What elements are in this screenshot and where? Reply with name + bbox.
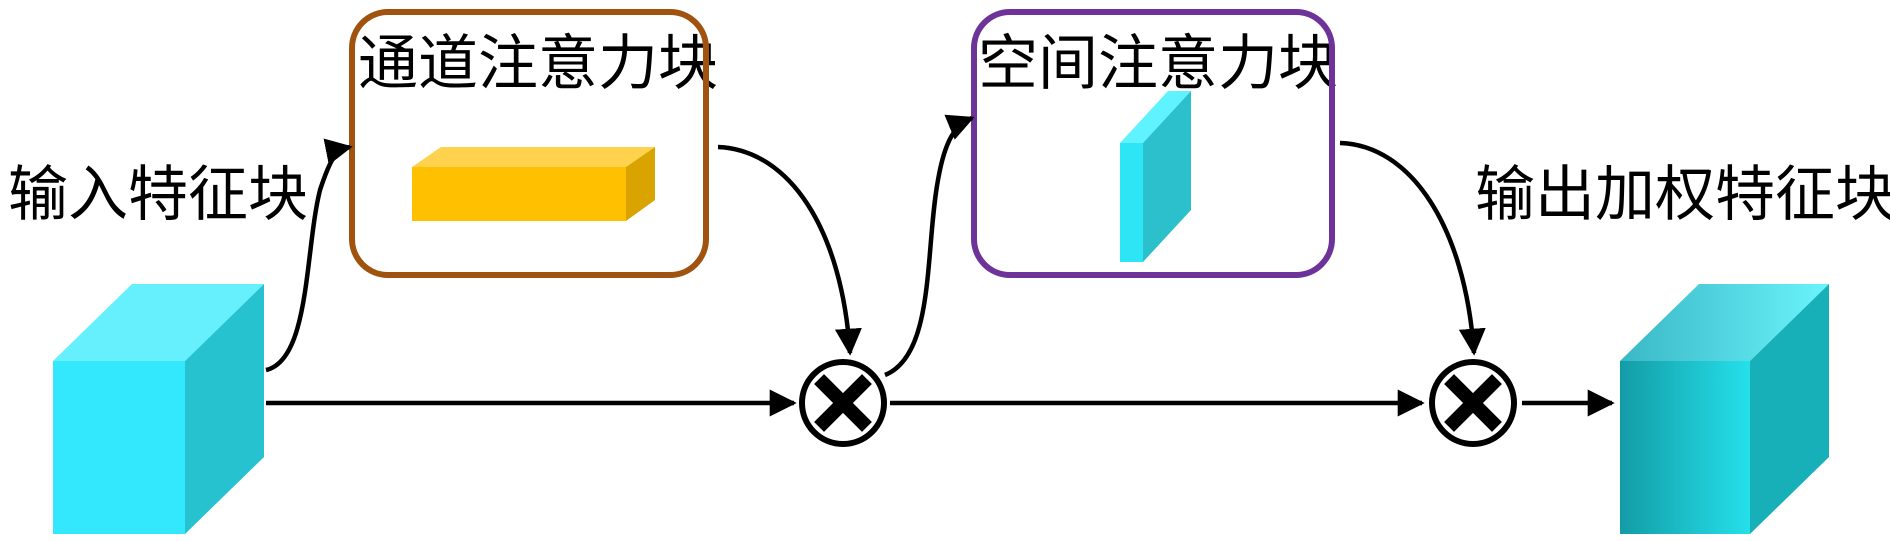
multiply-icon (1429, 359, 1517, 447)
channel-attention-bar (412, 147, 655, 221)
spatial-attention-label: 空间注意力块 (978, 29, 1338, 99)
spatial-attention-slab (1120, 91, 1191, 262)
spatial-attention-box (971, 9, 1335, 278)
channel-attention-label: 通道注意力块 (358, 29, 718, 99)
arrow-spatial-attention-to-multiply-2 (1339, 140, 1486, 356)
output-feature-cube (1620, 284, 1829, 534)
arrow-channel-attention-to-multiply-1 (717, 144, 862, 356)
arrow-input-to-channel-attention (265, 138, 353, 373)
input-block-label: 输入特征块 (8, 160, 308, 230)
multiply-icon (799, 359, 887, 447)
arrow-multiply-1-to-spatial-attention (884, 114, 975, 378)
output-block-label: 输出加权特征块 (1475, 160, 1890, 230)
input-feature-cube (53, 284, 264, 534)
